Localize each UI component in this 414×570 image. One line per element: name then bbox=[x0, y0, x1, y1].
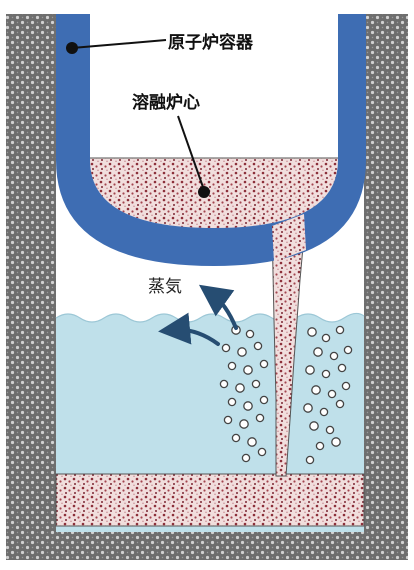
steam-bubble-icon bbox=[257, 447, 267, 457]
steam-bubble-icon bbox=[227, 361, 237, 371]
steam-bubble-icon bbox=[243, 365, 253, 375]
steam-bubble-icon bbox=[343, 345, 353, 355]
steam-bubble-icon bbox=[255, 413, 265, 423]
steam-bubble-icon bbox=[221, 343, 231, 353]
right-concrete-wall bbox=[364, 14, 408, 560]
reactor-vessel bbox=[56, 14, 366, 266]
core-pointer-dot bbox=[198, 186, 210, 198]
steam-bubble-icon bbox=[341, 381, 351, 391]
steam-bubble-icon bbox=[305, 365, 315, 375]
curved-arrow-icon bbox=[198, 284, 238, 330]
concrete-floor bbox=[6, 532, 408, 560]
steam-bubble-icon bbox=[241, 453, 251, 463]
corium-floor-layer bbox=[55, 473, 365, 527]
steam-bubble-icon bbox=[335, 399, 345, 409]
steam-bubble-icon bbox=[231, 433, 241, 443]
steam-bubble-icon bbox=[303, 403, 313, 413]
steam-label: 蒸気 bbox=[148, 277, 182, 297]
steam-bubble-icon bbox=[251, 379, 261, 389]
steam-bubble-icon bbox=[329, 351, 339, 361]
steam-bubble-icon bbox=[259, 359, 269, 369]
steam-bubble-icon bbox=[327, 389, 337, 399]
steam-bubble-icon bbox=[313, 347, 323, 357]
steam-bubble-icon bbox=[235, 383, 245, 393]
curved-arrow-icon bbox=[158, 312, 220, 346]
steam-bubble-icon bbox=[245, 329, 255, 339]
steam-bubble-icon bbox=[219, 379, 229, 389]
left-concrete-wall bbox=[6, 14, 56, 560]
vessel-leader-line bbox=[71, 39, 167, 49]
vessel-label-group: 原子炉容器 bbox=[66, 32, 254, 54]
steam-bubble-icon bbox=[331, 437, 341, 447]
steam-arrows bbox=[158, 284, 238, 346]
steam-bubble-icon bbox=[335, 325, 345, 335]
steam-bubble-icon bbox=[307, 327, 317, 337]
steam-bubble-icon bbox=[309, 421, 319, 431]
steam-bubble-icon bbox=[253, 341, 263, 351]
core-leader-line bbox=[177, 115, 205, 191]
core-label-group: 溶融炉心 bbox=[132, 92, 210, 198]
steam-bubble-icon bbox=[337, 363, 347, 373]
steam-bubble-icon bbox=[321, 333, 331, 343]
steam-bubble-icon bbox=[315, 441, 325, 451]
steam-bubbles bbox=[219, 325, 353, 465]
vessel-breach bbox=[272, 214, 306, 262]
steam-bubble-icon bbox=[319, 407, 329, 417]
steam-bubble-icon bbox=[243, 401, 253, 411]
steam-bubble-icon bbox=[227, 397, 237, 407]
steam-bubble-icon bbox=[311, 385, 321, 395]
steam-bubble-icon bbox=[325, 425, 335, 435]
steam-bubble-icon bbox=[259, 395, 269, 405]
steam-bubble-icon bbox=[305, 455, 315, 465]
steam-bubble-icon bbox=[239, 419, 249, 429]
steam-bubble-icon bbox=[247, 437, 257, 447]
vessel-label: 原子炉容器 bbox=[168, 32, 254, 53]
steam-bubble-icon bbox=[321, 369, 331, 379]
steam-bubble-icon bbox=[223, 415, 233, 425]
steam-bubble-icon bbox=[237, 347, 247, 357]
core-label: 溶融炉心 bbox=[132, 92, 200, 113]
